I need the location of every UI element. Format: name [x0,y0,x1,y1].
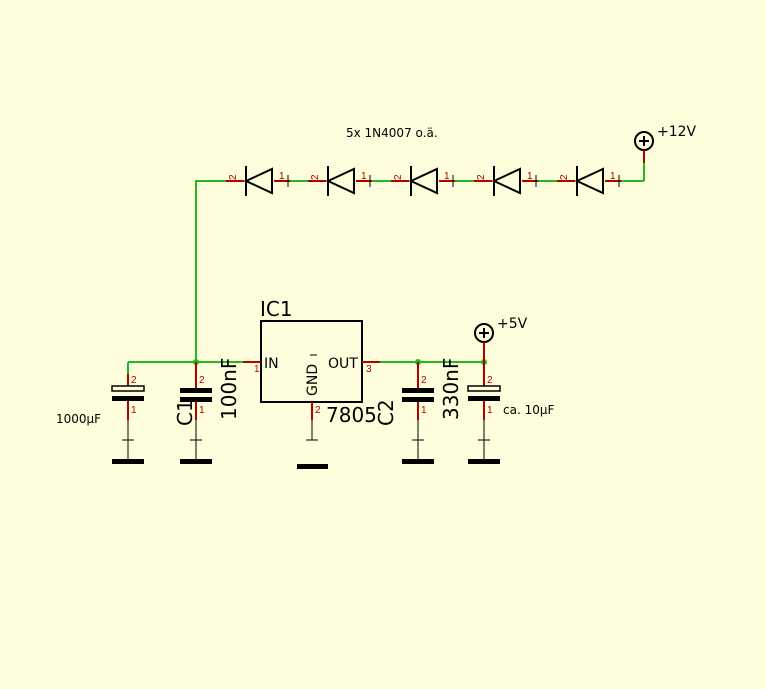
ic1-pin-gnd-num: 2 [315,405,321,416]
wires [127,163,645,374]
regulator-ic1 [243,320,380,441]
diode-3-pin-a: 2 [393,174,404,180]
diode-1-pin-k: 1 [279,171,285,182]
diode-3-pin-k: 1 [444,171,450,182]
ic1-pin-in-label: IN [264,356,279,372]
c2-name: C2 [374,399,398,426]
diode-4-pin-a: 2 [476,174,487,180]
supply-5v-label: +5V [497,316,528,332]
cap-c2: 2 1 [402,362,434,464]
diode-2-pin-a: 2 [310,174,321,180]
diode-4-pin-k: 1 [527,171,533,182]
c2-pin-bottom: 1 [421,405,427,416]
cout-pin-bottom: 1 [487,405,493,416]
ic1-name: IC1 [260,297,293,321]
diode-3: 2 1 [391,166,455,196]
ground-symbol [297,464,328,469]
diode-2: 2 1 [308,166,372,196]
supply-12v-label: +12V [657,124,697,140]
c1-pin-top: 2 [199,375,205,386]
ic1-pin-gnd-label: GND [305,364,321,396]
cap-cin-elko: 2 1 [111,374,145,464]
c2-value: 330nF [439,358,463,420]
diode-5-pin-a: 2 [559,174,570,180]
cout-value: ca. 10µF [503,403,554,417]
c1-pin-bottom: 1 [199,405,205,416]
diode-5: 2 1 [557,166,621,196]
supply-5v-symbol [474,323,494,362]
cin-pin-top: 2 [131,375,137,386]
diode-note: 5x 1N4007 o.ä. [346,126,438,140]
cap-cout-elko: 2 1 [467,362,501,464]
supply-12v-symbol [634,131,654,163]
cin-pin-bottom: 1 [131,405,137,416]
ic1-pin-out-label: OUT [328,356,358,372]
ic1-value: 7805 [326,403,377,427]
cout-pin-top: 2 [487,375,493,386]
cap-c1: 2 1 [180,362,212,464]
ic1-pin-in-num: 1 [254,364,260,375]
diode-5-pin-k: 1 [610,171,616,182]
c1-value: 100nF [217,358,241,420]
ic1-pin-out-num: 3 [366,364,372,375]
diode-2-pin-k: 1 [361,171,367,182]
c1-name: C1 [173,399,197,426]
c2-pin-top: 2 [421,375,427,386]
cin-value: 1000µF [56,412,101,426]
diode-1: 2 1 [226,166,290,196]
diode-4: 2 1 [474,166,538,196]
diode-1-pin-a: 2 [228,174,239,180]
